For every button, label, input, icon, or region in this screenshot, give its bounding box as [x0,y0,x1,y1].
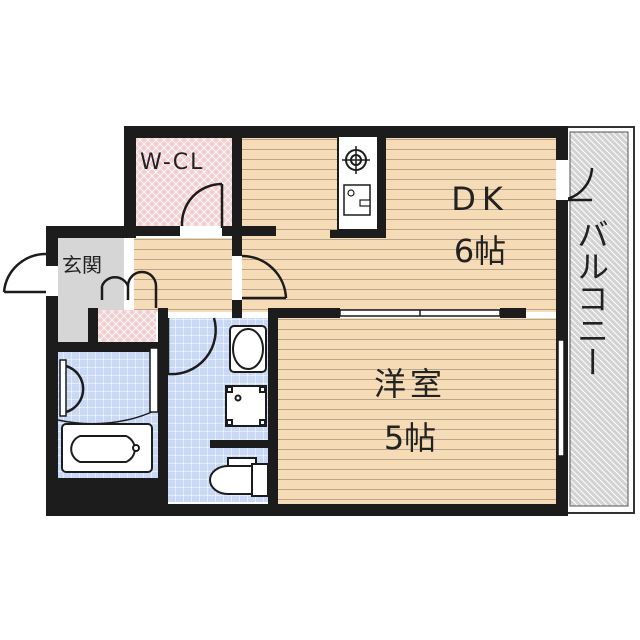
wcl-label: W-CL [140,150,205,175]
kitchen-counter [337,135,379,231]
dk-floor [242,136,558,312]
sliding-doors [339,309,565,457]
western-room-floor [276,318,558,504]
dk-label: DK [451,180,509,218]
entrance-label: 玄関 [62,253,102,277]
balcony-label: バルコニー [572,218,610,378]
washroom-fixtures [209,325,269,497]
western-room-size-label: 5帖 [383,419,437,457]
bathtub [61,423,153,473]
dk-size-label: 6帖 [453,232,507,270]
doors [2,160,594,425]
western-room-label: 洋室 [373,365,446,403]
balcony-area [565,126,635,514]
shoe-closet-floor [98,310,156,346]
walls [46,126,568,516]
